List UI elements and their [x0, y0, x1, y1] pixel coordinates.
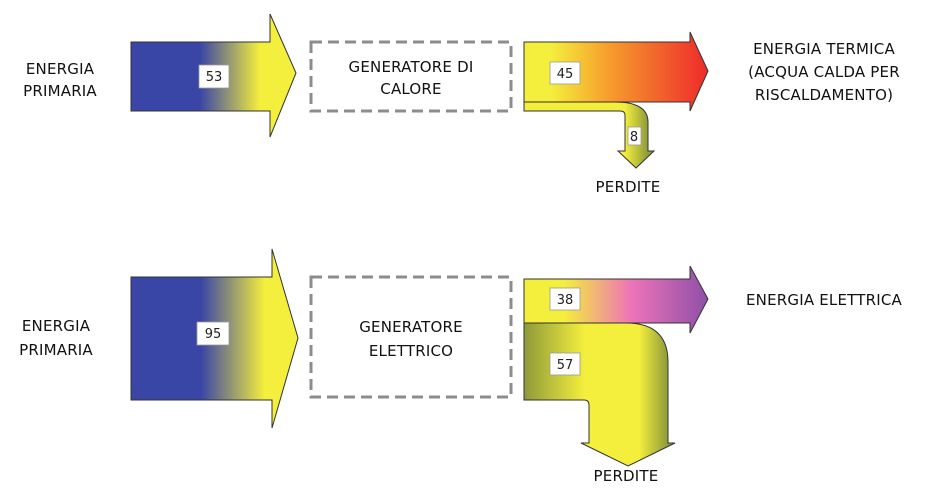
bottom-output-value-box	[549, 287, 581, 311]
top-generator-label-line1: GENERATORE DI	[349, 58, 474, 76]
top-loss-value-box	[627, 126, 642, 146]
bottom-generator-box	[309, 275, 513, 399]
bottom-loss-value-box	[549, 352, 581, 376]
top-input-value: 53	[206, 70, 223, 85]
top-heat-output-arrow	[523, 31, 709, 112]
top-loss-value: 8	[630, 130, 638, 145]
bottom-input-label-line2: PRIMARIA	[19, 341, 93, 359]
top-input-value-box	[198, 64, 230, 89]
top-output-label-line1: ENERGIA TERMICA	[753, 40, 895, 58]
top-output-value-box	[549, 61, 581, 85]
bottom-output-value: 38	[557, 293, 574, 308]
bottom-output-label: ENERGIA ELETTRICA	[746, 291, 903, 309]
bottom-section: ENERGIA PRIMARIA 95 GENERATORE ELETTRICO…	[19, 248, 903, 485]
bottom-input-label-line1: ENERGIA	[22, 317, 91, 335]
bottom-loss-value: 57	[557, 358, 574, 373]
top-output-value: 45	[557, 67, 574, 82]
top-section: ENERGIA PRIMARIA 53 GENERATORE DI CALORE…	[23, 13, 900, 196]
bottom-loss-arrow	[523, 322, 676, 467]
top-generator-label-line2: CALORE	[380, 80, 441, 98]
bottom-input-value-box	[196, 321, 230, 346]
top-input-label-line2: PRIMARIA	[23, 82, 97, 100]
bottom-electric-output-arrow	[523, 265, 709, 334]
top-generator-box	[309, 40, 513, 113]
bottom-loss-label: PERDITE	[594, 467, 659, 485]
top-loss-label: PERDITE	[596, 178, 661, 196]
bottom-generator-label-line1: GENERATORE	[359, 318, 463, 336]
bottom-generator-label-line2: ELETTRICO	[369, 342, 453, 360]
top-loss-arrow	[523, 101, 656, 169]
top-output-label-line2: (ACQUA CALDA PER	[748, 63, 900, 81]
top-output-label-line3: RISCALDAMENTO)	[755, 86, 893, 104]
bottom-input-value: 95	[205, 327, 222, 342]
top-input-label-line1: ENERGIA	[26, 60, 95, 78]
